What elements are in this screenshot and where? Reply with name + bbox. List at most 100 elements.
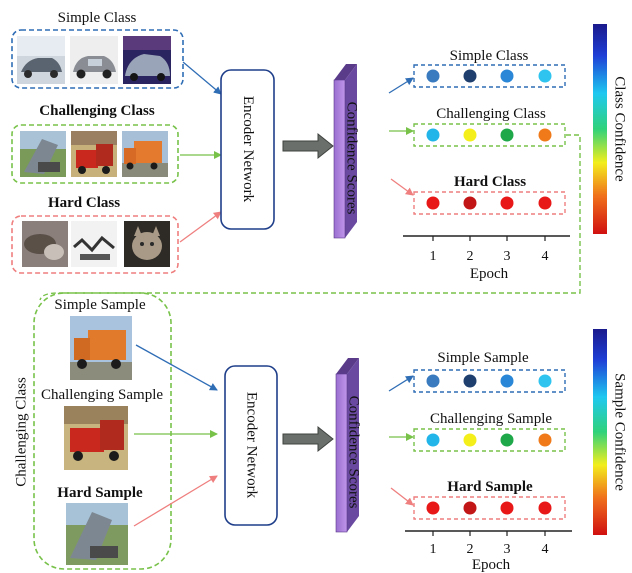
- top-axis-tick-label-2: 2: [467, 249, 474, 264]
- bottom-arrow-to-hard-row: [390, 487, 414, 506]
- top-arrow-to-hard-row: [390, 178, 414, 196]
- bottom-encoder-label: Encoder Network: [244, 392, 260, 499]
- bottom-row-simple-label: Simple Sample: [437, 350, 529, 366]
- simple-class-image-car-1: [17, 36, 65, 84]
- bottom-axis-label: Epoch: [472, 557, 511, 573]
- bottom-row-simple-dots: [426, 374, 552, 388]
- bottom-scores-label: Confidence Scores: [346, 396, 362, 509]
- bottom-row-2-dot-epoch-2: [463, 501, 477, 515]
- bottom-row-hard-label: Hard Sample: [447, 479, 533, 495]
- top-scores-slab-right: [345, 64, 357, 238]
- top-panel: Simple Class Challenging Class: [11, 10, 628, 282]
- bottom-simple-sample-image: [70, 316, 132, 380]
- top-scores-label: Confidence Scores: [344, 102, 360, 215]
- bottom-row-hard-box: [413, 496, 566, 520]
- bottom-simple-sample-title: Simple Sample: [54, 297, 146, 313]
- top-row-1-dot-epoch-1: [426, 128, 440, 142]
- simple-class-image-car-3: [123, 36, 171, 84]
- challenging-class-image-dump-truck: [20, 131, 66, 177]
- top-row-challenging-box: [413, 123, 566, 147]
- top-axis-tick-label-1: 1: [430, 249, 437, 264]
- top-row-1-dot-epoch-2: [463, 128, 477, 142]
- challenging-class-image-orange-truck: [122, 131, 168, 177]
- bottom-axis-tick-label-3: 3: [504, 542, 511, 557]
- bottom-row-simple-box: [413, 369, 566, 393]
- arrow-hard-to-encoder: [179, 211, 222, 243]
- top-colorbar: [593, 24, 607, 234]
- bottom-thick-arrow: [282, 425, 334, 453]
- connector-challenging-dashed: [39, 134, 581, 301]
- hard-class-image-cat-blurry: [22, 221, 68, 267]
- bottom-row-0-dot-epoch-4: [538, 374, 552, 388]
- bottom-encoder-box: [224, 365, 278, 526]
- top-row-hard-label: Hard Class: [454, 174, 526, 190]
- top-scores-slab: [333, 79, 346, 239]
- top-row-0-dot-epoch-1: [426, 69, 440, 83]
- bottom-group-box: [33, 292, 172, 570]
- top-row-0-dot-epoch-4: [538, 69, 552, 83]
- bottom-hard-sample-image: [66, 503, 128, 565]
- top-row-challenging-label: Challenging Class: [436, 106, 546, 122]
- top-axis-label: Epoch: [470, 266, 509, 282]
- bottom-row-challenging-box: [413, 428, 566, 452]
- top-row-simple-box: [413, 64, 566, 88]
- hard-class-title: Hard Class: [48, 195, 120, 211]
- bottom-axis-ticks: 1 2 3 4: [430, 531, 549, 557]
- bottom-colorbar: [593, 329, 607, 535]
- hard-class-box: [11, 215, 179, 274]
- bottom-row-2-dot-epoch-4: [538, 501, 552, 515]
- bottom-arrow-simple-to-encoder: [135, 344, 218, 391]
- top-row-1-dot-epoch-3: [500, 128, 514, 142]
- top-row-challenging-dots: [426, 128, 552, 142]
- bottom-row-0-dot-epoch-1: [426, 374, 440, 388]
- bottom-scores-slab-side: [336, 358, 359, 374]
- challenging-class-image-red-truck: [71, 131, 117, 177]
- hard-class-image-cat-sign: [71, 221, 117, 267]
- arrow-simple-to-encoder: [182, 61, 222, 95]
- top-row-2-dot-epoch-2: [463, 196, 477, 210]
- bottom-scores-slab: [335, 373, 348, 533]
- bottom-axis-tick-label-1: 1: [430, 542, 437, 557]
- top-row-0-dot-epoch-2: [463, 69, 477, 83]
- bottom-row-challenging-label: Challenging Sample: [430, 411, 552, 427]
- top-thick-arrow: [282, 132, 334, 160]
- top-colorbar-label: Class Confidence: [612, 76, 628, 182]
- bottom-group-label: Challenging Class: [13, 377, 29, 487]
- bottom-arrow-hard-to-encoder: [133, 475, 218, 527]
- top-row-1-dot-epoch-4: [538, 128, 552, 142]
- bottom-axis-tick-label-2: 2: [467, 542, 474, 557]
- top-encoder-box: [220, 69, 275, 230]
- bottom-colorbar-label: Sample Confidence: [612, 373, 628, 491]
- top-row-hard-dots: [426, 196, 552, 210]
- bottom-challenging-sample-image: [64, 406, 128, 470]
- top-axis-tick-label-4: 4: [542, 249, 549, 264]
- challenging-class-box: [11, 124, 179, 184]
- top-encoder-label: Encoder Network: [240, 96, 256, 203]
- hard-class-image-cat-face: [124, 221, 170, 267]
- simple-class-image-car-2: [70, 36, 118, 84]
- top-row-2-dot-epoch-1: [426, 196, 440, 210]
- bottom-challenging-sample-title: Challenging Sample: [41, 387, 163, 403]
- bottom-row-1-dot-epoch-2: [463, 433, 477, 447]
- bottom-panel: Challenging Class Simple Sample Challeng…: [13, 292, 628, 573]
- top-row-0-dot-epoch-3: [500, 69, 514, 83]
- bottom-row-1-dot-epoch-1: [426, 433, 440, 447]
- top-axis-ticks: 1 2 3 4: [430, 236, 549, 264]
- bottom-row-1-dot-epoch-3: [500, 433, 514, 447]
- challenging-class-title: Challenging Class: [39, 103, 155, 119]
- top-row-simple-label: Simple Class: [450, 48, 529, 64]
- bottom-row-0-dot-epoch-3: [500, 374, 514, 388]
- simple-class-title: Simple Class: [58, 10, 137, 26]
- top-arrow-to-simple-row: [388, 77, 414, 94]
- top-row-simple-dots: [426, 69, 552, 83]
- bottom-row-0-dot-epoch-2: [463, 374, 477, 388]
- bottom-row-1-dot-epoch-4: [538, 433, 552, 447]
- top-axis-tick-label-3: 3: [504, 249, 511, 264]
- bottom-scores-slab-right: [347, 358, 359, 532]
- top-row-2-dot-epoch-4: [538, 196, 552, 210]
- bottom-axis-tick-label-4: 4: [542, 542, 549, 557]
- bottom-row-challenging-dots: [426, 433, 552, 447]
- simple-class-box: [11, 29, 184, 89]
- top-scores-slab-side: [334, 64, 357, 80]
